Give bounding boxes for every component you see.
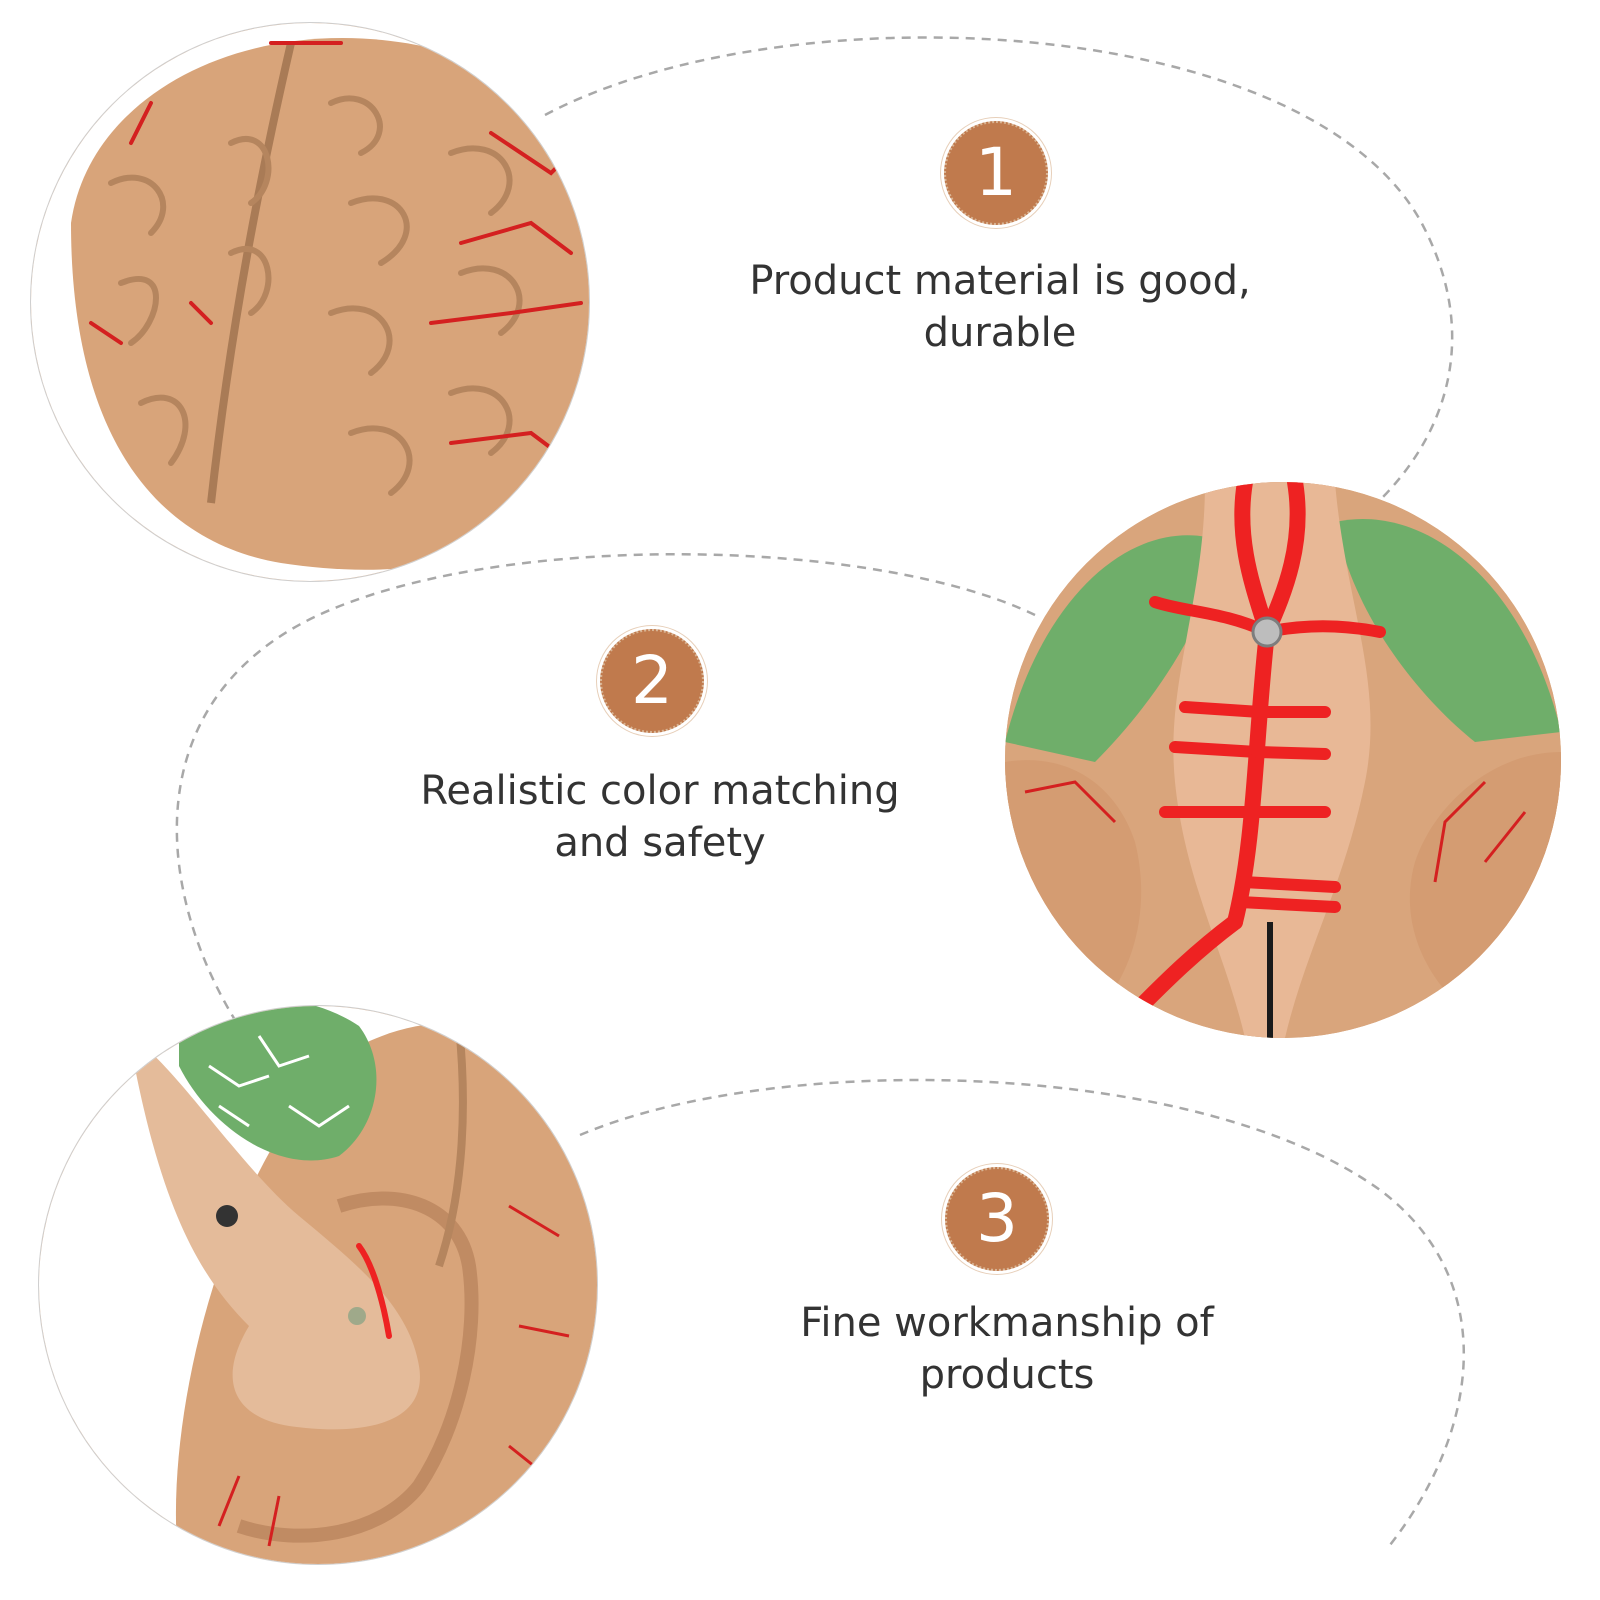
feature-caption-3-line-2: products [919, 1352, 1095, 1398]
dashed-curve-bottom [579, 1078, 1465, 1546]
dashed-curve-top [544, 36, 1454, 501]
dashed-curve-middle [175, 553, 1036, 1021]
feature-caption-3: Fine workmanship of products [707, 1297, 1307, 1401]
feature-caption-1-line-2: durable [923, 310, 1077, 356]
feature-caption-3-line-1: Fine workmanship of [800, 1300, 1214, 1346]
feature-number-badge-1: 1 [944, 121, 1048, 225]
brain-underside-illustration [1005, 482, 1561, 1038]
feature-caption-1: Product material is good, durable [700, 255, 1300, 359]
feature-number-badge-2: 2 [600, 629, 704, 733]
feature-caption-1-line-1: Product material is good, [749, 258, 1251, 304]
brain-sagittal-section-image [38, 1005, 598, 1565]
feature-caption-2-line-2: and safety [554, 820, 766, 866]
feature-caption-2: Realistic color matching and safety [360, 765, 960, 869]
feature-number-badge-3: 3 [945, 1167, 1049, 1271]
brain-top-view-illustration [31, 23, 589, 581]
brain-top-view-image [30, 22, 590, 582]
brain-underside-arteries-image [1005, 482, 1561, 1038]
brain-section-illustration [39, 1006, 597, 1564]
feature-caption-2-line-1: Realistic color matching [420, 768, 900, 814]
